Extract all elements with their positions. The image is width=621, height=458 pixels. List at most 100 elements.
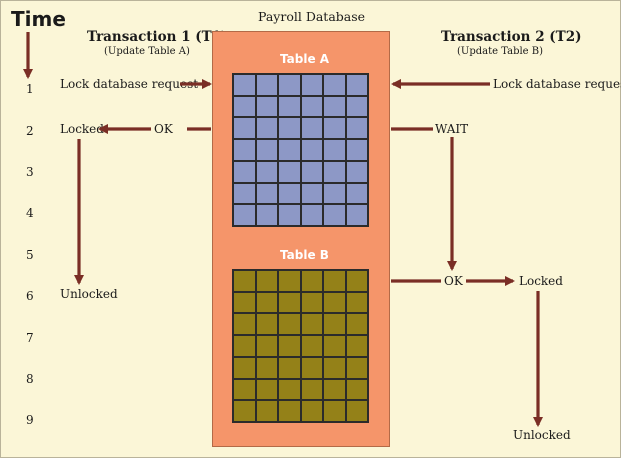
- table-a-cell: [346, 161, 367, 182]
- t2-ok: OK: [444, 274, 463, 288]
- t2-title: Transaction 2 (T2): [441, 29, 582, 45]
- t1-unlocked: Unlocked: [60, 287, 118, 301]
- table-a-cell: [324, 140, 345, 160]
- table-b-cell: [346, 401, 367, 421]
- t1-ok: OK: [154, 122, 173, 136]
- table-a-cell: [301, 75, 322, 95]
- t2-wait: WAIT: [435, 122, 469, 136]
- table-a-cell: [279, 118, 300, 139]
- table-b-cell: [346, 292, 367, 313]
- table-a-cell: [346, 118, 367, 139]
- t2-lock-request: Lock database request: [493, 77, 621, 91]
- table-a-cell: [324, 75, 345, 95]
- table-a-cell: [279, 96, 300, 117]
- table-a-cell: [234, 183, 255, 204]
- table-b-grid: [232, 269, 369, 423]
- time-tick-4: 4: [26, 206, 34, 220]
- table-a-cell: [279, 75, 300, 95]
- table-a-cell: [234, 75, 255, 95]
- table-a-cell: [301, 205, 322, 225]
- table-b-cell: [256, 379, 277, 400]
- table-a-label: Table A: [280, 52, 330, 66]
- t2-unlocked: Unlocked: [513, 428, 571, 442]
- time-tick-2: 2: [26, 124, 34, 138]
- t1-lock-request: Lock database request: [60, 77, 199, 91]
- table-b-cell: [234, 271, 255, 291]
- time-tick-8: 8: [26, 372, 34, 386]
- table-b-cell: [346, 336, 367, 356]
- t1-locked: Locked: [60, 122, 104, 136]
- table-b-cell: [324, 292, 345, 313]
- table-b-cell: [324, 357, 345, 378]
- time-tick-3: 3: [26, 165, 34, 179]
- table-a-cell: [279, 205, 300, 225]
- table-b-cell: [346, 314, 367, 335]
- table-b-cell: [301, 336, 322, 356]
- table-a-cell: [324, 183, 345, 204]
- t2-locked: Locked: [519, 274, 563, 288]
- table-a-cell: [256, 205, 277, 225]
- table-b-cell: [301, 401, 322, 421]
- t1-subtitle: (Update Table A): [104, 46, 190, 57]
- table-a-cell: [234, 140, 255, 160]
- table-b-cell: [279, 271, 300, 291]
- time-tick-1: 1: [26, 82, 34, 96]
- table-b-cell: [234, 336, 255, 356]
- table-a-cell: [234, 205, 255, 225]
- table-b-cell: [256, 314, 277, 335]
- table-b-cell: [346, 379, 367, 400]
- table-b-cell: [346, 357, 367, 378]
- table-b-cell: [324, 314, 345, 335]
- table-b-cell: [279, 292, 300, 313]
- table-b-cell: [256, 336, 277, 356]
- table-a-cell: [324, 205, 345, 225]
- database-title: Payroll Database: [258, 9, 366, 24]
- table-a-cell: [256, 161, 277, 182]
- table-b-label: Table B: [280, 248, 329, 262]
- table-b-cell: [324, 401, 345, 421]
- time-tick-5: 5: [26, 248, 34, 262]
- table-b-cell: [256, 401, 277, 421]
- table-b-cell: [279, 314, 300, 335]
- table-a-cell: [279, 183, 300, 204]
- t2-subtitle: (Update Table B): [457, 46, 544, 57]
- table-b-cell: [301, 357, 322, 378]
- table-a-cell: [346, 96, 367, 117]
- table-a-cell: [301, 183, 322, 204]
- table-b-cell: [234, 379, 255, 400]
- table-b-cell: [279, 336, 300, 356]
- table-a-cell: [324, 161, 345, 182]
- table-a-cell: [346, 205, 367, 225]
- table-a-cell: [234, 118, 255, 139]
- table-b-cell: [234, 357, 255, 378]
- time-axis-label: Time: [11, 7, 66, 31]
- table-b-cell: [324, 271, 345, 291]
- table-b-cell: [279, 401, 300, 421]
- table-a-cell: [346, 183, 367, 204]
- table-a-cell: [279, 161, 300, 182]
- table-a-cell: [256, 183, 277, 204]
- table-a-cell: [301, 140, 322, 160]
- table-b-cell: [256, 292, 277, 313]
- table-b-cell: [346, 271, 367, 291]
- table-a-cell: [346, 75, 367, 95]
- table-a-cell: [234, 96, 255, 117]
- table-b-cell: [301, 292, 322, 313]
- table-a-cell: [324, 118, 345, 139]
- table-a-cell: [256, 75, 277, 95]
- table-a-cell: [279, 140, 300, 160]
- table-a-cell: [301, 96, 322, 117]
- table-b-cell: [301, 379, 322, 400]
- t1-title: Transaction 1 (T1): [87, 29, 228, 45]
- time-tick-6: 6: [26, 289, 34, 303]
- time-tick-9: 9: [26, 413, 34, 427]
- table-a-cell: [256, 118, 277, 139]
- table-b-cell: [324, 379, 345, 400]
- table-b-cell: [279, 379, 300, 400]
- table-a-cell: [346, 140, 367, 160]
- table-b-cell: [301, 271, 322, 291]
- table-a-cell: [301, 161, 322, 182]
- table-a-cell: [234, 161, 255, 182]
